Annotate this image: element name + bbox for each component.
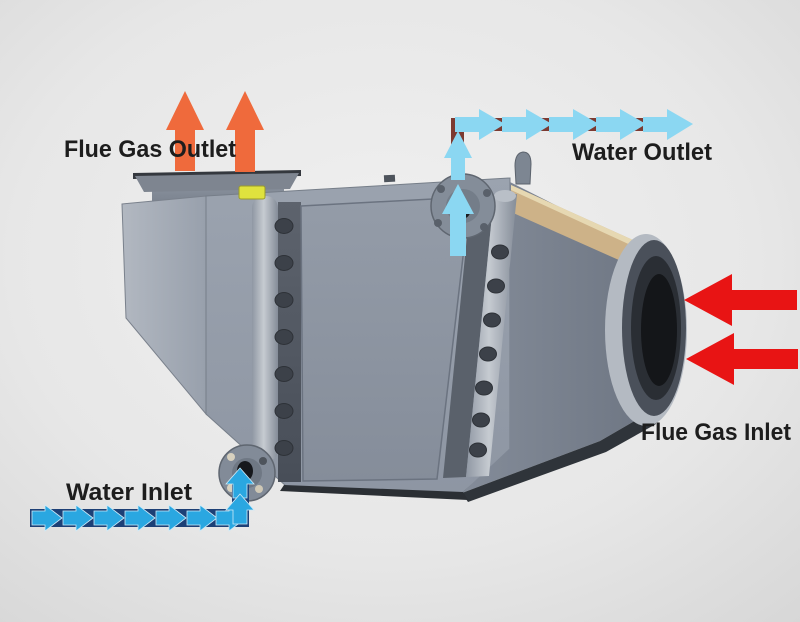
right-arrow-icon	[549, 109, 599, 140]
water-inlet-label: Water Inlet	[66, 479, 192, 506]
right-nozzle-stubs	[469, 244, 509, 458]
up-arrow-icon	[225, 493, 255, 525]
right-header-pipe	[466, 194, 517, 477]
flange-bolt	[227, 453, 235, 461]
top-edge-tab	[383, 174, 396, 183]
water-outlet-label: Water Outlet	[572, 139, 712, 166]
water-inlet-arrows	[31, 467, 255, 532]
inlet-transition-cone	[462, 182, 659, 493]
stack-flange-plate	[135, 173, 299, 192]
right-pipe-cap	[494, 190, 516, 202]
flue-gas-inlet-duct	[605, 234, 687, 426]
right-arrow-icon	[502, 109, 552, 140]
right-arrow-icon	[643, 109, 693, 140]
flange-bolt	[437, 185, 445, 193]
valve-fitting	[238, 185, 266, 200]
body-underside-shadow	[462, 412, 656, 502]
flue-gas-outlet-arrows	[166, 91, 264, 172]
up-arrow-icon	[166, 91, 204, 171]
right-arrow-icon	[455, 109, 505, 140]
right-arrow-icon	[596, 109, 646, 140]
left-pipe	[252, 196, 278, 462]
flange-bolt	[255, 485, 263, 493]
right-arrow-icon	[186, 504, 218, 532]
right-arrow-icon	[124, 504, 156, 532]
right-recess-column	[443, 195, 494, 478]
flue-gas-inlet-label: Flue Gas Inlet	[641, 419, 791, 446]
body-base-edge	[280, 485, 468, 500]
access-panel	[300, 196, 471, 482]
flange-bolt	[259, 457, 267, 465]
left-header-pipe	[238, 185, 278, 462]
left-arrow-icon	[686, 333, 798, 385]
up-arrow-icon	[226, 91, 264, 172]
left-nozzle-stubs	[274, 218, 294, 456]
right-arrow-icon	[31, 504, 63, 532]
cone-top-panel-highlight	[511, 185, 653, 254]
right-arrow-icon	[155, 504, 187, 532]
up-arrow-icon	[444, 131, 472, 180]
right-arrow-icon	[62, 504, 94, 532]
flue-gas-outlet-label: Flue Gas Outlet	[64, 136, 236, 163]
flange-bolt	[483, 189, 491, 197]
flange-bolt	[480, 223, 488, 231]
lifting-lug	[514, 151, 532, 185]
duct-opening	[641, 274, 677, 386]
flue-gas-inlet-arrows	[684, 274, 798, 385]
right-arrow-icon	[93, 504, 125, 532]
flange-bolt	[434, 219, 442, 227]
up-arrow-icon	[442, 184, 474, 256]
water-outlet-arrows	[442, 109, 693, 256]
left-arrow-icon	[684, 274, 797, 326]
